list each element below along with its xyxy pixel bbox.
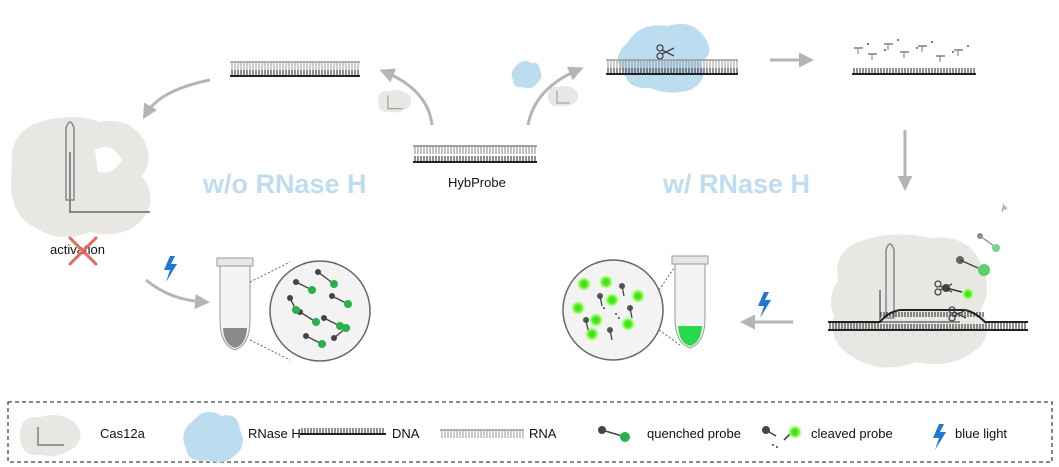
magnify-guide	[249, 261, 291, 283]
cas12a-complex-right	[830, 234, 988, 368]
legend-cleaved-probe-icon	[762, 425, 802, 448]
arrow-to-tube-left	[145, 278, 210, 309]
scissors-icon-right-2	[948, 306, 967, 322]
tube-right	[671, 255, 709, 349]
legend-blue-light-bolt-icon	[933, 424, 946, 450]
arrow-to-cas12a-left	[142, 78, 211, 120]
activation-blocked-cross-icon	[68, 236, 98, 266]
legend-cleaved-label: cleaved probe	[811, 426, 893, 441]
blue-light-bolt-icon-right	[758, 292, 771, 318]
legend-cas12a-icon	[20, 415, 81, 456]
long-dna-duplex	[828, 309, 1028, 331]
legend-dna-icon	[300, 428, 386, 435]
released-probes	[942, 203, 1007, 300]
heading-without-rnase-h: w/o RNase H	[202, 169, 367, 199]
arrow-to-top-left-duplex	[379, 68, 434, 126]
tube-left	[216, 257, 254, 351]
hybprobe-duplex	[413, 145, 537, 163]
legend-cas12a-label: Cas12a	[100, 426, 146, 441]
magnify-guide	[249, 339, 291, 361]
legend-quenched-probe-icon	[598, 426, 630, 442]
small-rnase-h-icon	[511, 60, 542, 89]
quenched-probes	[287, 269, 352, 348]
legend-rna-icon	[440, 429, 524, 438]
hybprobe-label: HybProbe	[448, 175, 506, 190]
small-cas12a-icon-right	[548, 86, 579, 107]
magnify-guide	[658, 329, 681, 346]
legend-dna-label: DNA	[392, 426, 420, 441]
cas12a-complex-left	[11, 117, 151, 238]
top-left-duplex	[230, 61, 360, 77]
legend-rna-label: RNA	[529, 426, 557, 441]
magnified-circle-left	[269, 260, 371, 362]
scissors-icon	[656, 44, 675, 60]
rnase-h-bound-duplex	[606, 23, 738, 93]
cleaved-probes	[571, 275, 645, 341]
activation-label: activation	[50, 242, 105, 257]
legend-box	[7, 401, 1053, 463]
legend-rnase-h-icon	[183, 411, 243, 463]
blue-light-bolt-icon	[164, 256, 177, 282]
small-cas12a-icon	[378, 90, 412, 113]
legend-blue-light-label: blue light	[955, 426, 1007, 441]
cleaved-duplex	[852, 39, 976, 75]
legend-quenched-label: quenched probe	[647, 426, 741, 441]
magnify-guide	[658, 264, 677, 291]
heading-with-rnase-h: w/ RNase H	[662, 169, 810, 199]
arrow-to-top-right-duplex	[526, 66, 584, 126]
legend-rnase-h-label: RNase H	[248, 426, 301, 441]
